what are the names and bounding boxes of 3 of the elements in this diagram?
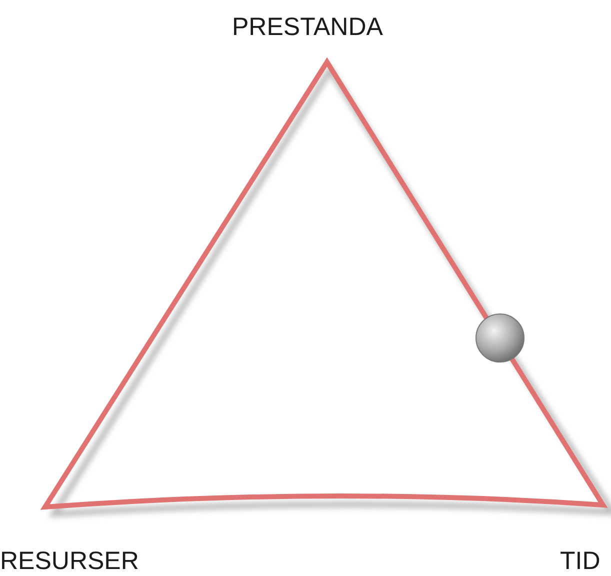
vertex-label: RESURSER [0,549,139,574]
vertex-label: PRESTANDA [232,15,383,40]
vertex-label: TID [560,549,600,574]
